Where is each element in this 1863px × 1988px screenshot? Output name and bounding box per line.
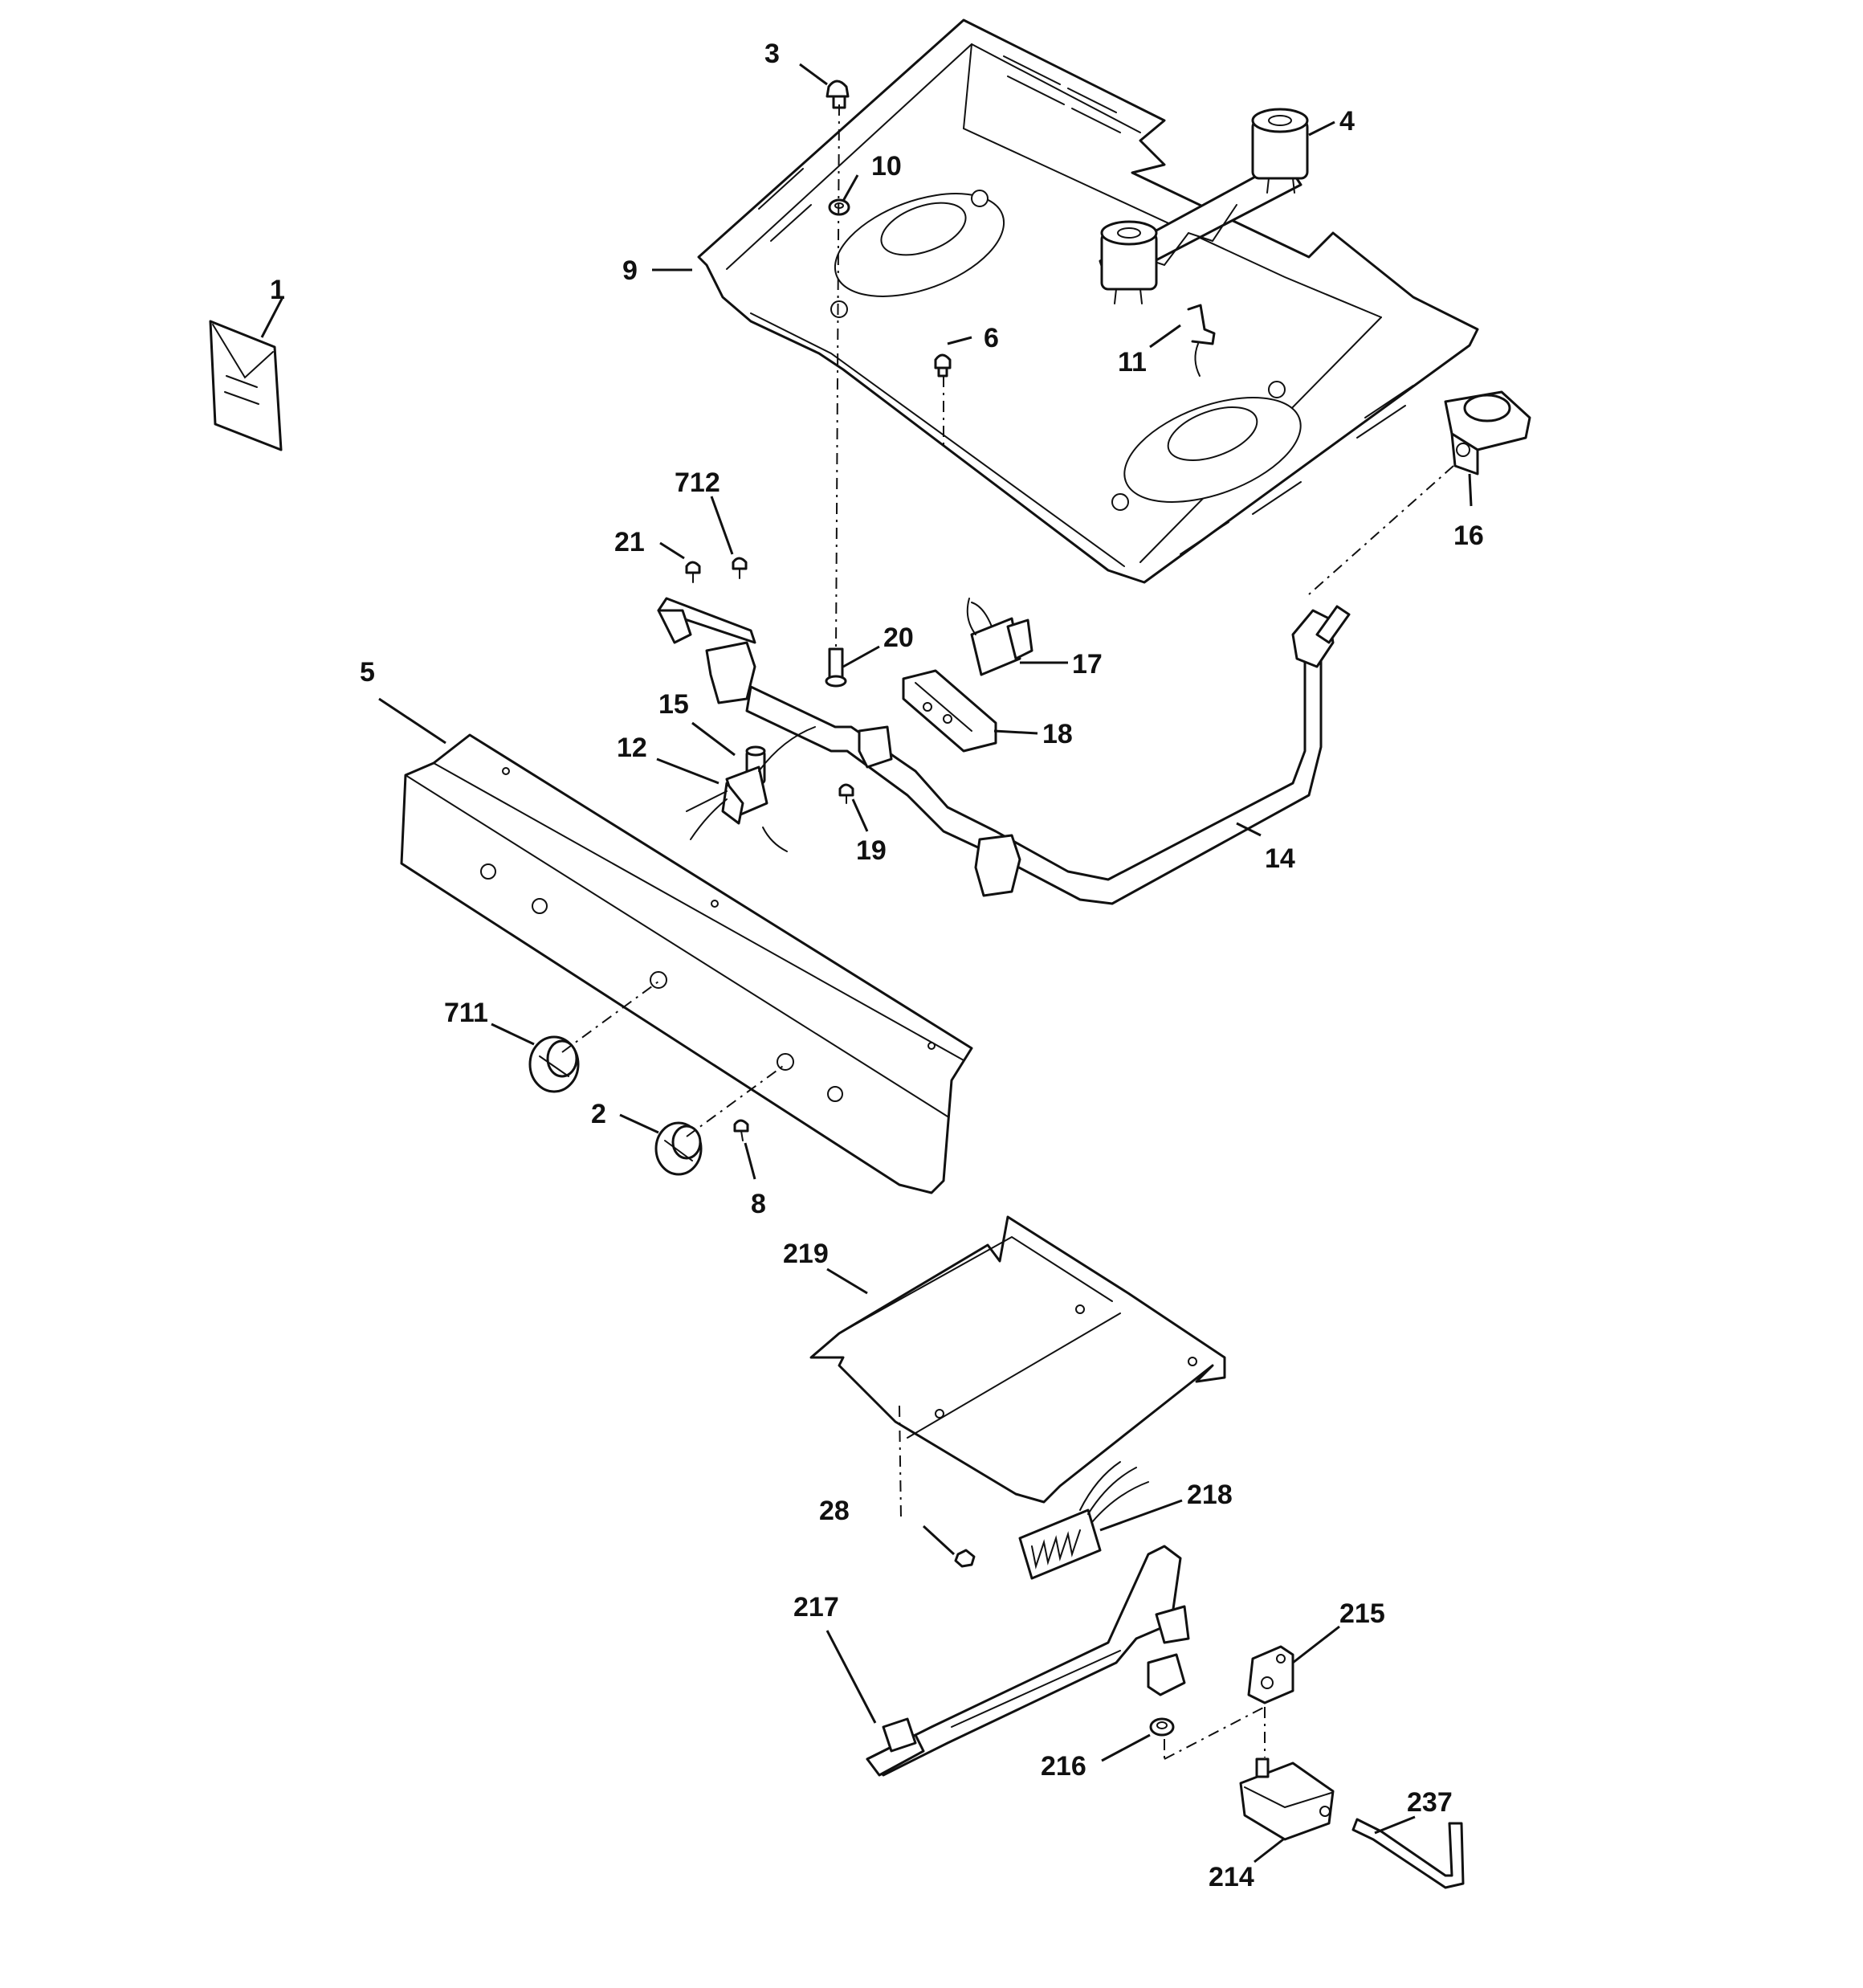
part-18-bracket [902,669,997,753]
part-8-screw [733,1119,749,1141]
label-219: 219 [783,1239,829,1269]
label-14: 14 [1265,843,1295,874]
label-28: 28 [819,1496,850,1526]
label-10: 10 [871,151,902,182]
part-5-control-panel [400,733,973,1194]
label-8: 8 [751,1189,766,1219]
part-12-igniter-switch [686,726,816,852]
part-217-oven-burner [866,1545,1190,1777]
label-712: 712 [675,467,720,498]
part-219-heat-shield [809,1215,1226,1504]
part-28-nut [954,1549,976,1568]
label-9: 9 [622,255,638,286]
part-9-burner-box [697,18,1479,584]
part-4-burner-assembly [1099,108,1309,304]
part-712-screw [732,557,748,579]
part-216-orifice-nut [1147,1653,1186,1737]
callout-labels: 1 3 4 10 9 6 11 712 21 16 20 17 5 15 18 … [270,39,1484,1892]
label-17: 17 [1072,649,1103,680]
label-237: 237 [1407,1787,1453,1818]
part-711-knob [528,1035,580,1093]
label-215: 215 [1339,1598,1385,1629]
label-5: 5 [360,657,375,688]
label-1: 1 [270,275,285,305]
part-2-knob [654,1121,703,1176]
part-20-stud [825,647,847,688]
part-215-bracket [1247,1645,1294,1704]
part-6-screw [934,353,952,378]
label-21: 21 [614,527,645,557]
label-214: 214 [1209,1862,1254,1892]
label-4: 4 [1339,106,1355,137]
label-19: 19 [856,835,887,866]
part-11-clip [1187,304,1216,377]
part-21-screw [685,561,701,583]
part-218-terminal-block [1018,1461,1149,1580]
part-237-tube [1351,1818,1465,1889]
part-3-screw [826,80,850,109]
leader-lines [260,63,1473,1863]
label-216: 216 [1041,1751,1086,1782]
part-17-spark-module [966,598,1033,676]
label-3: 3 [764,39,780,69]
part-19-screw [838,783,854,804]
label-12: 12 [617,733,647,763]
label-20: 20 [883,623,914,653]
label-217: 217 [793,1592,839,1623]
part-14-manifold-pipe [657,597,1351,905]
label-16: 16 [1453,520,1484,551]
label-18: 18 [1042,719,1073,749]
label-711: 711 [444,998,488,1028]
label-6: 6 [984,323,999,353]
label-15: 15 [658,689,689,720]
assembly-lines [561,104,1454,1760]
label-2: 2 [591,1099,606,1129]
label-218: 218 [1187,1480,1233,1510]
part-16-pressure-regulator [1444,390,1531,476]
part-1-literature-envelope [209,320,283,451]
label-11: 11 [1118,347,1147,378]
part-214-safety-valve [1239,1757,1335,1841]
